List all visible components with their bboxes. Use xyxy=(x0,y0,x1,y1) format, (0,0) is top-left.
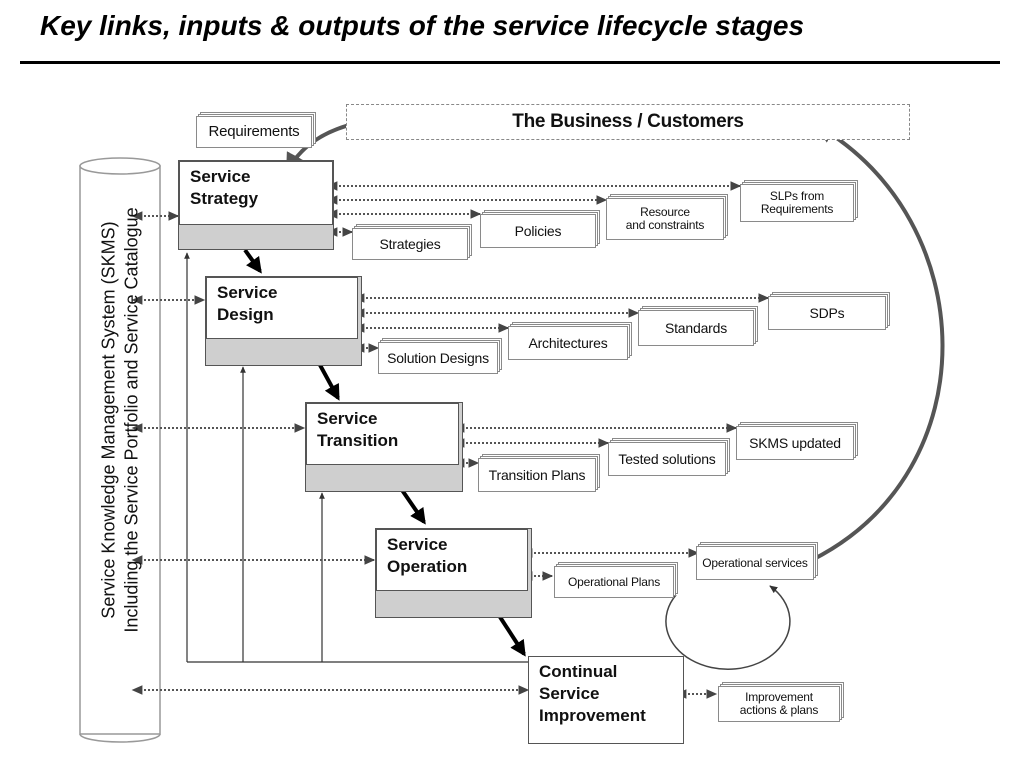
stage-strategy-line2: Strategy xyxy=(190,189,259,209)
output-connectors xyxy=(326,181,770,699)
slide-title: Key links, inputs & outputs of the servi… xyxy=(40,10,805,41)
doc-skms-updated: SKMS updated xyxy=(736,426,854,460)
stage-operation-line2: Operation xyxy=(387,557,468,577)
doc-slps-line1: SLPs from xyxy=(769,189,825,204)
doc-slps-line2: Requirements xyxy=(760,202,834,216)
doc-operational-services: Operational services xyxy=(696,546,814,580)
stage-service-strategy: Service Strategy xyxy=(178,160,334,250)
doc-transition-plans: Transition Plans xyxy=(478,458,596,492)
doc-operational-plans: Operational Plans xyxy=(554,566,674,598)
stage-csi-line2: Service xyxy=(539,684,600,704)
doc-architectures: Architectures xyxy=(508,326,628,360)
stage-design-line2: Design xyxy=(217,305,274,325)
doc-resource-line1: Resource xyxy=(640,205,690,220)
skms-connectors xyxy=(131,211,530,695)
skms-label-line1: Service Knowledge Management System (SKM… xyxy=(98,221,119,619)
stage-csi-line3: Improvement xyxy=(539,706,646,726)
stage-strategy-line1: Service xyxy=(190,167,251,186)
doc-standards: Standards xyxy=(638,310,754,346)
feedback-lines xyxy=(184,252,530,663)
doc-improvement-line1: Improvement xyxy=(745,690,813,705)
stage-csi-line1: Continual xyxy=(539,662,618,681)
skms-label: Service Knowledge Management System (SKM… xyxy=(98,140,143,700)
skms-cylinder xyxy=(79,157,161,743)
stage-service-transition: Service Transition xyxy=(305,402,463,492)
feedback-to-business-arrow xyxy=(811,123,945,562)
stage-continual-service-improvement: Continual Service Improvement xyxy=(528,656,684,744)
doc-policies: Policies xyxy=(480,214,596,248)
doc-resource-constraints: Resource and constraints xyxy=(606,198,724,240)
stage-transition-line1: Service xyxy=(317,409,378,428)
stage-flow-arrows xyxy=(243,248,526,657)
doc-tested-solutions: Tested solutions xyxy=(608,442,726,476)
stage-service-design: Service Design xyxy=(205,276,362,366)
doc-improvement-line2: actions & plans xyxy=(739,703,819,717)
stage-service-operation: Service Operation xyxy=(375,528,532,618)
business-customers-box: The Business / Customers xyxy=(346,104,910,140)
stage-operation-line1: Service xyxy=(387,535,448,554)
doc-sdps: SDPs xyxy=(768,296,886,330)
doc-improvement-actions: Improvement actions & plans xyxy=(718,686,840,722)
operations-cycle xyxy=(665,585,791,670)
doc-slps-from-requirements: SLPs from Requirements xyxy=(740,184,854,222)
title-rule xyxy=(20,61,1000,64)
requirements-doc: Requirements xyxy=(196,116,312,148)
stage-transition-line2: Transition xyxy=(317,431,399,451)
doc-resource-line2: and constraints xyxy=(625,218,705,232)
doc-strategies: Strategies xyxy=(352,228,468,260)
doc-solution-designs: Solution Designs xyxy=(378,342,498,374)
stage-design-line1: Service xyxy=(217,283,278,302)
skms-label-line2: Including the Service Portfolio and Serv… xyxy=(121,207,141,633)
